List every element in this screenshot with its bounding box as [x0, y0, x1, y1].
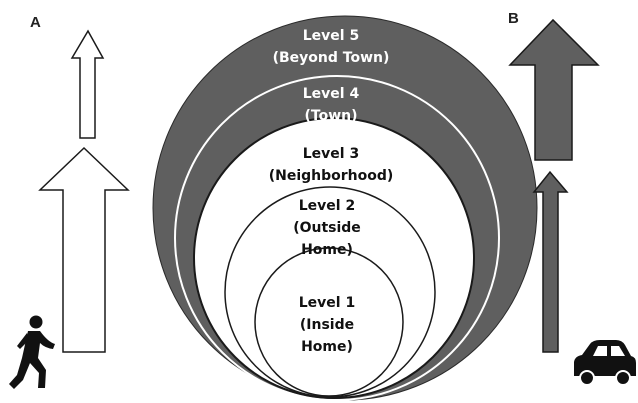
- level-3-title: Level 3: [303, 146, 359, 162]
- level-2-subtitle: (Outside: [293, 220, 361, 236]
- level-1-subtitle-2: Home): [301, 339, 353, 355]
- panel-label-a: A: [30, 14, 41, 31]
- level-1-title: Level 1: [299, 295, 355, 311]
- car-icon: [574, 340, 636, 386]
- level-5-title: Level 5: [303, 28, 359, 44]
- level-5-subtitle: (Beyond Town): [273, 50, 390, 66]
- level-labels: Level 5 (Beyond Town) Level 4 (Town) Lev…: [269, 28, 394, 355]
- large-dark-up-arrow: [508, 18, 600, 161]
- level-2-subtitle-2: Home): [301, 242, 353, 258]
- level-2-title: Level 2: [299, 198, 355, 214]
- large-white-up-arrow: [38, 146, 130, 353]
- level-4-subtitle: (Town): [304, 108, 357, 124]
- driving-arrows: [508, 18, 600, 353]
- level-4-title: Level 4: [303, 86, 360, 102]
- level-1-ring: [254, 247, 404, 397]
- small-dark-up-arrow: [532, 170, 569, 353]
- small-white-up-arrow: [70, 29, 105, 139]
- level-3-subtitle: (Neighborhood): [269, 168, 394, 184]
- walking-arrows: [38, 29, 130, 353]
- level-rings: [152, 15, 538, 401]
- walking-person-icon: [9, 315, 55, 389]
- level-1-subtitle: (Inside: [300, 317, 354, 333]
- panel-label-b: B: [508, 10, 519, 27]
